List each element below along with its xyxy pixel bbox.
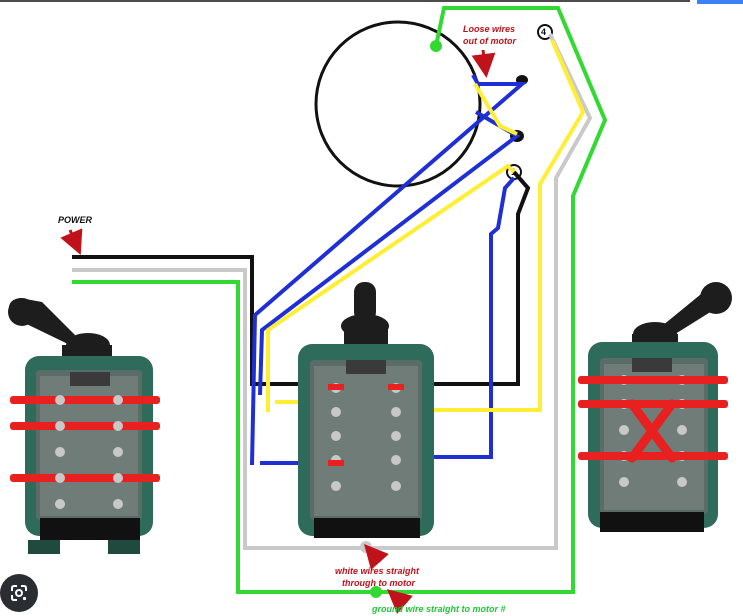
lens-glyph-icon bbox=[11, 585, 27, 601]
google-lens-icon[interactable] bbox=[0, 574, 38, 612]
white-wires-label-1: white wires straight bbox=[335, 566, 420, 576]
terminal-4-label: 4 bbox=[541, 27, 546, 37]
left-red-jumper-3 bbox=[10, 474, 160, 482]
center-red-jumper-2 bbox=[388, 384, 404, 390]
left-red-jumper-1 bbox=[10, 396, 160, 404]
yellow-wire-2 bbox=[400, 39, 586, 412]
blue-wire-1 bbox=[250, 74, 528, 466]
red-arrow-icon bbox=[364, 544, 389, 570]
red-arrow-icon bbox=[471, 49, 496, 78]
right-switch-handle bbox=[632, 282, 732, 350]
right-red-jumper-1 bbox=[578, 376, 728, 384]
white-junction-dot bbox=[360, 541, 372, 553]
center-red-jumper-3 bbox=[328, 460, 344, 466]
center-red-jumper-1 bbox=[328, 384, 344, 390]
left-drum-switch bbox=[8, 298, 160, 554]
yellow-wire-1 bbox=[266, 163, 516, 412]
motor-circle bbox=[314, 20, 482, 188]
right-drum-switch bbox=[578, 282, 732, 532]
power-callout: POWER bbox=[58, 215, 93, 256]
yellow-wire-3 bbox=[473, 82, 518, 136]
ground-wire-label: ground wire straight to motor # bbox=[371, 604, 506, 614]
top-right-strip bbox=[697, 0, 743, 4]
green-arrow-icon bbox=[386, 589, 413, 614]
motor-terminals: 4 1 bbox=[506, 24, 553, 180]
ground-terminal-dot bbox=[430, 40, 442, 52]
ground-wire-callout: ground wire straight to motor # bbox=[371, 589, 506, 614]
left-red-jumper-2 bbox=[10, 422, 160, 430]
blue-wire-3 bbox=[396, 176, 516, 459]
white-wires-callout: white wires straight through to motor bbox=[335, 544, 420, 588]
green-ground-wire bbox=[72, 6, 608, 594]
white-wire bbox=[72, 33, 593, 550]
center-switch-handle bbox=[341, 282, 389, 348]
power-label: POWER bbox=[58, 215, 93, 225]
right-red-jumper-2 bbox=[578, 400, 728, 408]
loose-wires-callout: Loose wires out of motor bbox=[463, 24, 516, 78]
right-red-jumper-3 bbox=[578, 452, 728, 460]
loose-wires-label-2: out of motor bbox=[463, 36, 516, 46]
red-arrow-icon bbox=[60, 228, 83, 256]
black-power-wire bbox=[72, 170, 531, 386]
red-x-icon bbox=[627, 399, 677, 463]
white-wires-label-2: through to motor bbox=[342, 578, 415, 588]
ground-junction-dot bbox=[370, 586, 382, 598]
loose-wires-label-1: Loose wires bbox=[463, 24, 515, 34]
center-drum-switch bbox=[298, 282, 434, 538]
left-switch-handle bbox=[8, 298, 112, 361]
